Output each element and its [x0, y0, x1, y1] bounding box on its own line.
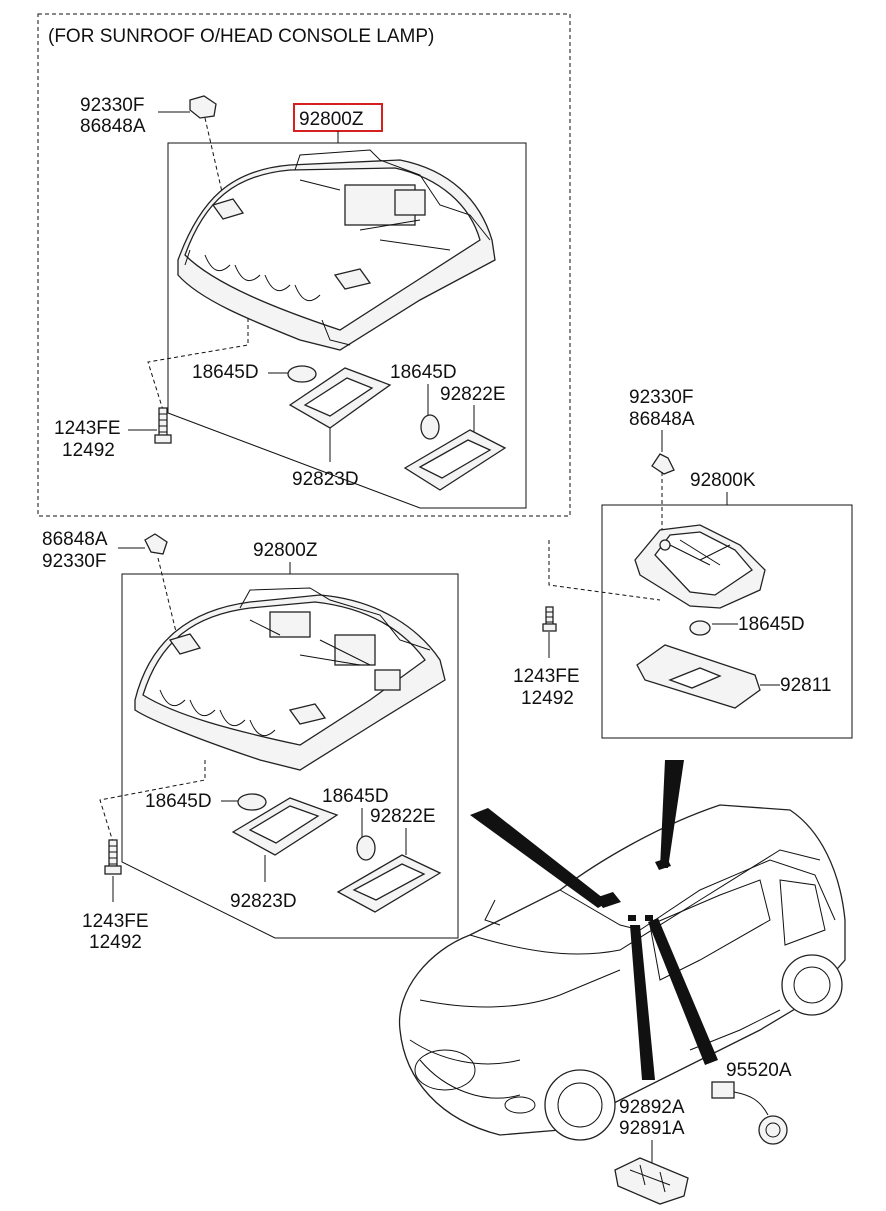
lens-part-right [636, 644, 761, 709]
part-label-12492-top[interactable]: 12492 [62, 440, 115, 461]
part-label-18645d-right[interactable]: 18645D [738, 614, 805, 635]
screw-part-top [154, 407, 172, 444]
sunroof-frame [167, 131, 527, 509]
part-label-18645d-mid-right[interactable]: 18645D [322, 786, 389, 807]
pointer-vanity [630, 925, 655, 1080]
console-body-mid [134, 587, 446, 771]
sunroof-note: (FOR SUNROOF O/HEAD CONSOLE LAMP) [48, 26, 434, 47]
part-label-92330f-top[interactable]: 92330F [80, 95, 144, 116]
mid-group-frame [121, 562, 459, 939]
lens-part-mid-left [231, 797, 339, 856]
part-label-12492-mid[interactable]: 12492 [89, 932, 142, 953]
lens-part-mid-right [336, 854, 442, 913]
clip-part-right [651, 453, 675, 475]
part-label-18645d-top-right[interactable]: 18645D [390, 362, 457, 383]
bulb-part-mid-right [356, 835, 376, 861]
part-label-92800z-mid[interactable]: 92800Z [253, 540, 318, 561]
part-label-92823d-mid[interactable]: 92823D [230, 891, 297, 912]
part-label-1243fe-top[interactable]: 1243FE [54, 418, 121, 439]
part-label-92330f-right[interactable]: 92330F [629, 387, 693, 408]
part-label-86848a-right[interactable]: 86848A [629, 409, 695, 430]
part-label-92892a[interactable]: 92892A [619, 1097, 685, 1118]
part-label-92330f-mid[interactable]: 92330F [42, 551, 106, 572]
pointer-harness [648, 918, 718, 1065]
clip-part-top [189, 95, 217, 119]
screw-part-right [542, 606, 557, 632]
part-label-12492-right[interactable]: 12492 [521, 688, 574, 709]
harness-part [711, 1081, 788, 1145]
vanity-lamp-part [614, 1157, 689, 1205]
right-group-frame [601, 492, 853, 739]
lens-part-top-right [403, 429, 507, 491]
part-label-92811[interactable]: 92811 [780, 675, 831, 696]
pointer-front [470, 808, 608, 908]
clip-part-mid [144, 533, 168, 555]
pointer-roof [660, 760, 684, 868]
bulb-part-right [689, 620, 711, 636]
screw-part-mid [104, 839, 122, 875]
part-label-18645d-mid-left[interactable]: 18645D [145, 791, 212, 812]
part-label-86848a-mid[interactable]: 86848A [42, 529, 108, 550]
part-label-92822e-top[interactable]: 92822E [440, 384, 506, 405]
part-label-86848a-top[interactable]: 86848A [80, 116, 146, 137]
part-label-92822e-mid[interactable]: 92822E [370, 806, 436, 827]
part-label-92823d-top[interactable]: 92823D [292, 469, 359, 490]
part-label-92800z-top[interactable]: 92800Z [299, 109, 364, 130]
bulb-part-top-right [420, 414, 440, 440]
sunroof-group-border [37, 13, 571, 517]
console-body-right [634, 524, 766, 609]
bulb-part-top-left [287, 365, 317, 383]
part-label-1243fe-right[interactable]: 1243FE [513, 666, 580, 687]
part-label-95520a[interactable]: 95520A [726, 1060, 792, 1081]
part-label-92891a[interactable]: 92891A [619, 1118, 685, 1139]
bulb-part-mid-left [237, 793, 267, 811]
part-label-1243fe-mid[interactable]: 1243FE [82, 911, 149, 932]
car-illustration [398, 804, 846, 1141]
part-label-92800k[interactable]: 92800K [690, 470, 756, 491]
lens-part-top-left [288, 367, 392, 429]
console-body-top [177, 149, 496, 351]
part-label-18645d-top-left[interactable]: 18645D [192, 362, 259, 383]
